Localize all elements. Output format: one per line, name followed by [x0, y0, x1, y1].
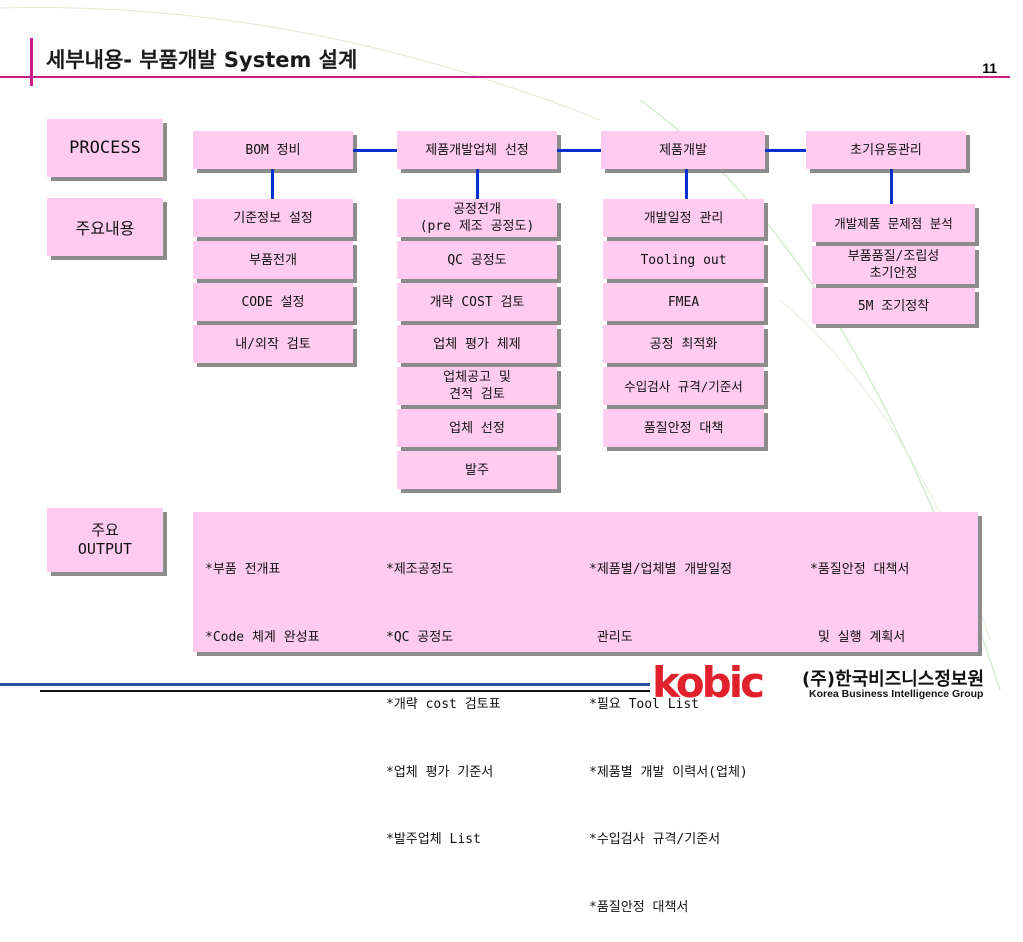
- content-item: 내/외작 검토: [193, 325, 353, 363]
- process-step-vendor-selection: 제품개발업체 선정: [397, 131, 557, 169]
- output-line: *수입검사 규격/기준서: [589, 832, 721, 847]
- process-step-product-development: 제품개발: [601, 131, 765, 169]
- output-column: *제품별/업체별 개발일정 관리도 *필요 Tool List *제품별 개발 …: [589, 514, 748, 942]
- logo-text: kobic: [652, 663, 763, 703]
- outputs-panel: [193, 512, 978, 652]
- connector: [353, 149, 397, 152]
- row-label-output: 주요 OUTPUT: [47, 508, 163, 572]
- company-name-en: Korea Business Intelligence Group: [809, 688, 984, 700]
- row-label-content: 주요내용: [47, 198, 163, 256]
- output-line: *QC 공정도: [386, 629, 454, 645]
- page-number: 11: [982, 60, 997, 76]
- content-item: 개발일정 관리: [603, 199, 764, 237]
- content-item: FMEA: [603, 283, 764, 321]
- process-step-bom: BOM 정비: [193, 131, 353, 169]
- process-step-early-flow: 초기유동관리: [806, 131, 966, 169]
- output-line: *개략 cost 검토표: [386, 697, 501, 712]
- content-item: 5M 조기정착: [812, 288, 975, 324]
- output-line: *발주업체 List: [386, 832, 481, 847]
- header-rule: [0, 76, 1010, 78]
- content-item: 공정전개 (pre 제조 공정도): [397, 199, 557, 237]
- footer-rule: [40, 690, 650, 692]
- content-item: 개발제품 문제점 분석: [812, 204, 975, 242]
- output-column: *부품 전개표 *Code 체계 완성표: [205, 514, 320, 672]
- kobic-logo: kobic: [650, 663, 792, 703]
- connector: [765, 149, 806, 152]
- output-line: *업체 평가 기준서: [386, 764, 494, 780]
- content-item: CODE 설정: [193, 283, 353, 321]
- content-item: 부품전개: [193, 241, 353, 279]
- output-line: *품질안정 대책서: [810, 562, 910, 577]
- footer-rule: [0, 683, 650, 686]
- connector: [557, 149, 601, 152]
- content-item: 부품품질/조립성 초기안정: [812, 246, 975, 284]
- content-item: 업체공고 및 견적 검토: [397, 367, 557, 405]
- content-item: 개략 COST 검토: [397, 283, 557, 321]
- connector: [271, 169, 274, 199]
- connector: [890, 169, 893, 204]
- output-column: *품질안정 대책서 및 실행 계획서: [810, 514, 909, 672]
- output-line: 및 실행 계획서: [810, 629, 906, 645]
- content-item: 업체 평가 체제: [397, 325, 557, 363]
- output-line: *부품 전개표: [205, 562, 281, 577]
- header-accent-bar: [30, 38, 33, 86]
- kobic-logo-icon: kobic: [652, 663, 766, 703]
- output-line: *품질안정 대책서: [589, 899, 689, 915]
- row-label-process: PROCESS: [47, 119, 163, 177]
- content-item: Tooling out: [603, 241, 764, 279]
- content-item: 발주: [397, 451, 557, 489]
- content-item: 업체 선정: [397, 409, 557, 447]
- output-line: 관리도: [589, 629, 633, 645]
- output-line: *제품별/업체별 개발일정: [589, 562, 733, 577]
- content-item: 기준정보 설정: [193, 199, 353, 237]
- output-line: *Code 체계 완성표: [205, 629, 320, 645]
- content-item: 공정 최적화: [603, 325, 764, 363]
- page-title: 세부내용- 부품개발 System 설계: [46, 48, 358, 72]
- output-line: *제품별 개발 이력서(업체): [589, 764, 748, 780]
- company-name: (주)한국비즈니스정보원: [802, 669, 985, 690]
- content-item: 수입검사 규격/기준서: [603, 367, 764, 405]
- output-line: *제조공정도: [386, 562, 454, 577]
- connector: [685, 169, 688, 199]
- content-item: 품질안정 대책: [603, 409, 764, 447]
- output-column: *제조공정도 *QC 공정도 *개략 cost 검토표 *업체 평가 기준서 *…: [386, 514, 501, 874]
- content-item: QC 공정도: [397, 241, 557, 279]
- connector: [476, 169, 479, 199]
